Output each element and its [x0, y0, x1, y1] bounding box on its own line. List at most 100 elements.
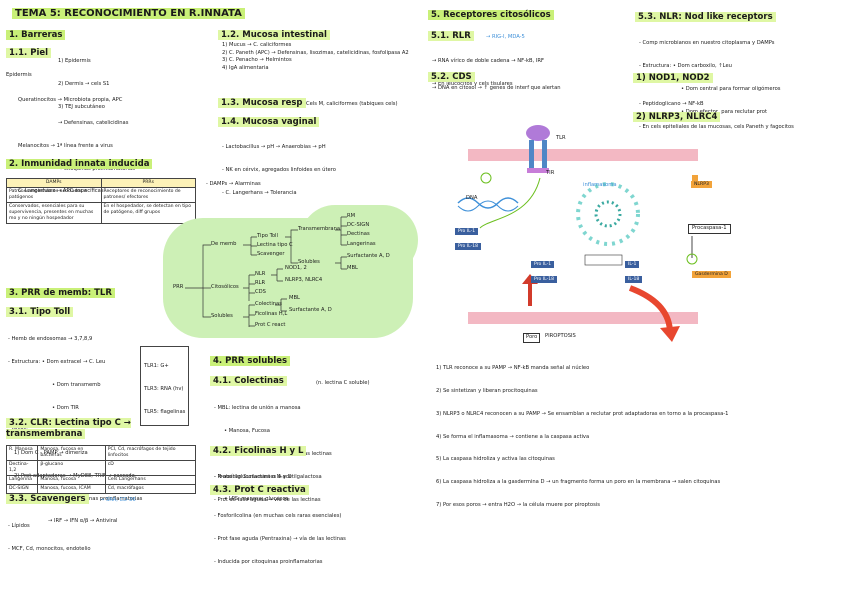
- section-ficolinas: 4.2. Ficolinas H y L: [210, 446, 306, 456]
- tree-node: Tipo Toll: [257, 233, 278, 241]
- section-mucosa-vaginal-text: 1.4. Mucosa vaginal: [218, 117, 319, 127]
- tree-node: MBL: [347, 265, 358, 273]
- nlrp3-box: NLRP3: [691, 181, 712, 188]
- pro-il1-box: Pro IL-1: [531, 261, 554, 268]
- table-cell: Manosa, fucosa, ICAM: [38, 485, 105, 494]
- section-prot-c-text: 4.3. Prot C reactiva: [210, 485, 309, 495]
- piel-item: 1) Epidermis: [58, 58, 109, 66]
- table-cell: R. Manosa: [7, 446, 38, 461]
- tree-node: Citosólicos: [211, 284, 239, 292]
- scav-item: - Lípidos: [8, 523, 91, 531]
- il18-box: IL-18: [625, 276, 642, 283]
- tree-node: Prot C react: [255, 322, 285, 330]
- gasdermina-box: Gasdermina D: [692, 271, 731, 278]
- table-cell: Manosa, fucosa en bacterias: [38, 446, 105, 461]
- epidermis-label: Epidermis: [6, 72, 32, 80]
- tree-node: DC-SIGN: [347, 222, 369, 230]
- inflamasoma-label: inflamasoma: [583, 182, 617, 190]
- table-cell: Receptores de reconocimiento de patrones…: [101, 188, 196, 203]
- fic-item: - N-acetilglucosamina o N-acetilgalactos…: [214, 474, 322, 482]
- table-cell: Conservados, esenciales para su superviv…: [7, 203, 102, 224]
- table-cell: Dectina-1,2: [7, 461, 38, 476]
- section-mucosa-intestinal: 1.2. Mucosa intestinal: [218, 30, 330, 40]
- toll-item: - Hemb de endosomas → 3,7,8,9: [8, 336, 142, 344]
- section-cds: 5.2. CDS: [428, 72, 475, 82]
- piroptosis-label: PIROPTOSIS: [545, 333, 576, 341]
- tree-node: Scavenger: [257, 251, 285, 259]
- tree-node: CDS: [255, 289, 266, 297]
- section-clr-text: 3.2. CLR: Lectina tipo C → transmembrana: [6, 418, 131, 439]
- toll-item: • Dom transmemb: [8, 382, 142, 390]
- section-clr: 3.2. CLR: Lectina tipo C → transmembrana: [6, 418, 186, 440]
- tlr-box-item: TLR3: RNA (hv): [144, 386, 185, 394]
- section-tipo-toll-text: 3.1. Tipo Toll: [6, 307, 73, 317]
- section-piel-text: 1.1. Piel: [6, 48, 51, 58]
- section-tipo-toll: 3.1. Tipo Toll: [6, 307, 73, 317]
- tree-node: Ficolinas H,L: [255, 311, 287, 319]
- table-cell: PCI, Cd, macrófagos de tejido linfocitos: [105, 446, 195, 461]
- table-cell: Patrones moleculares asociados a patógen…: [7, 188, 102, 203]
- cds-text: → DNA en citosol → ↑ genes de interf que…: [432, 85, 561, 93]
- damps-note: - DAMPs → Alarminas: [206, 181, 261, 189]
- pcr-item: - Inducida por citoquinas proinflamatori…: [214, 559, 346, 567]
- col-item: • Manosa, Fucosa: [214, 428, 332, 436]
- mi-item: 2) C. Paneth (APC) → Defensinas, lisozim…: [222, 50, 418, 58]
- clr-table: R. ManosaManosa, fucosa en bacteriasPCI,…: [6, 445, 196, 494]
- table-cell: Cd, macrófagos: [105, 485, 195, 494]
- section-nlr: 5.3. NLR: Nod like receptors: [635, 12, 776, 22]
- mv-list: - Lactobacillus → pH → Anaerobias → pH -…: [222, 129, 336, 205]
- section-prot-c: 4.3. Prot C reactiva: [210, 485, 309, 495]
- nlr-item: - Comp microbianos en nuestro citoplasma…: [639, 40, 781, 48]
- tree-node: Colectinas: [255, 301, 282, 309]
- mv-item: - Lactobacillus → pH → Anaerobias → pH: [222, 144, 336, 152]
- section-receptores-text: 5. Receptores citosólicos: [428, 10, 554, 20]
- section-ficolinas-text: 4.2. Ficolinas H y L: [210, 446, 306, 456]
- table-header: DAMPs: [7, 179, 102, 188]
- table-cell: Cels Langerhans: [105, 476, 195, 485]
- step-item: 3) NLRP3 o NLRC4 reconocen a su PAMP → S…: [436, 411, 728, 419]
- section-mucosa-vaginal: 1.4. Mucosa vaginal: [218, 117, 319, 127]
- toll-item: • Dom TIR: [8, 405, 142, 413]
- tlr-box: TLR1: G+ TLR3: RNA (hv) TLR5: flagelinas: [140, 346, 189, 426]
- section-prr-solubles: 4. PRR solubles: [210, 356, 290, 366]
- nlr-item: - Estructura: • Dom carboxilo, ↑Leu: [639, 63, 781, 71]
- mi-item: 4) IgA alimentaria: [222, 65, 418, 73]
- mucosa-resp-note: Cels M, caliciformes (tabiques cels): [306, 101, 398, 109]
- section-prr-memb: 3. PRR de memb: TLR: [6, 288, 115, 298]
- section-nod-text: 1) NOD1, NOD2: [633, 73, 713, 83]
- tree-node: Langerinas: [347, 241, 376, 249]
- step-item: 2) Se sintetizan y liberan procitoquinas: [436, 388, 728, 396]
- tree-node: De memb: [211, 241, 236, 249]
- poro-label: Poro: [523, 333, 540, 343]
- step-item: 7) Por esos poros → entra H2O → la célul…: [436, 502, 728, 510]
- pcr-list: - Fosforilcolina (en muchas cels raras e…: [214, 498, 346, 574]
- section-nod: 1) NOD1, NOD2: [633, 73, 713, 83]
- section-mucosa-resp-text: 1.3. Mucosa resp: [218, 98, 306, 108]
- pro-il18-box: Pro IL-18: [455, 243, 481, 250]
- scav-list: - Lípidos - MCF, Cd, monocitos, endoteli…: [8, 508, 91, 561]
- step-marker: [481, 173, 491, 183]
- rlr-sub: → RIG-I, MDA-5: [486, 34, 525, 42]
- step-item: 6) La caspasa hidroliza a la gasdermina …: [436, 479, 728, 487]
- scavengers-sub: → SRA, CD-36: [100, 497, 136, 505]
- table-cell: Manosa, fucosa: [38, 476, 105, 485]
- toll-item: - Estructura: • Dom extracel → C. Leu: [8, 359, 142, 367]
- section-prr-solubles-text: 4. PRR solubles: [210, 356, 290, 366]
- piroptosis-arrow: [630, 288, 670, 333]
- table-header: PRRs: [101, 179, 196, 188]
- dna-label: DNA: [466, 195, 477, 203]
- mv-item: - NK en cérvix, agregados linfoides en ú…: [222, 167, 336, 175]
- col-item: - MBL: lectina de unión a manosa: [214, 405, 332, 413]
- pro-il18-box: Pro IL-18: [531, 276, 557, 283]
- mv-item: - C. Langerhans → Tolerancia: [222, 190, 336, 198]
- section-scavengers-text: 3.3. Scavengers: [6, 494, 89, 504]
- table-cell: DC-SIGN: [7, 485, 38, 494]
- table-cell: Langerina: [7, 476, 38, 485]
- il1-box: IL-1: [625, 261, 639, 268]
- section-receptores: 5. Receptores citosólicos: [428, 10, 554, 20]
- cell-membrane-top: [468, 149, 698, 161]
- tree-node: Lectina tipo C: [257, 242, 293, 250]
- section-scavengers: 3.3. Scavengers: [6, 494, 89, 504]
- inflamasoma-icon: [578, 184, 638, 244]
- piroptosis-arrow: [660, 326, 680, 342]
